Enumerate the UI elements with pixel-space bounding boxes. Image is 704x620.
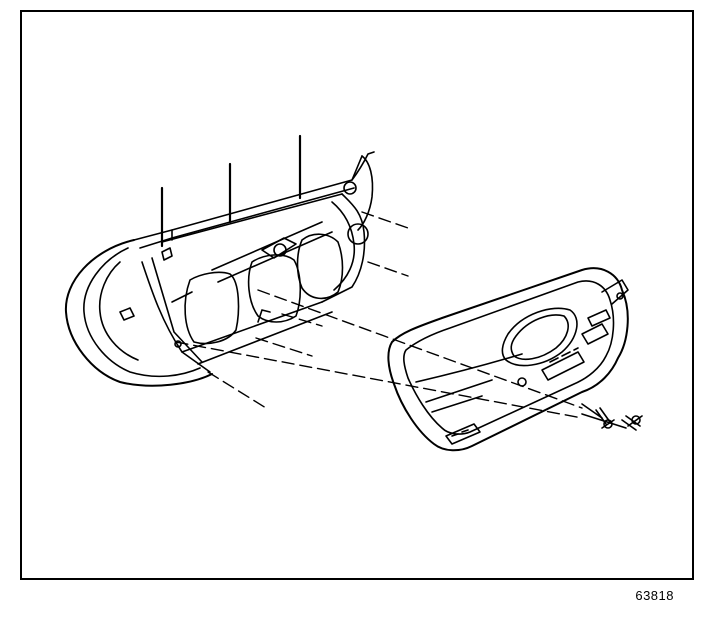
door-panel-exploded-diagram (64, 134, 643, 452)
door-trim-panel (387, 267, 629, 452)
trim-screws (581, 403, 643, 431)
illustration-frame (20, 10, 694, 580)
leader-lines-top (160, 134, 302, 248)
figure-id-label: 63818 (635, 588, 674, 603)
door-shell (64, 151, 375, 387)
alignment-dashes (175, 211, 583, 419)
